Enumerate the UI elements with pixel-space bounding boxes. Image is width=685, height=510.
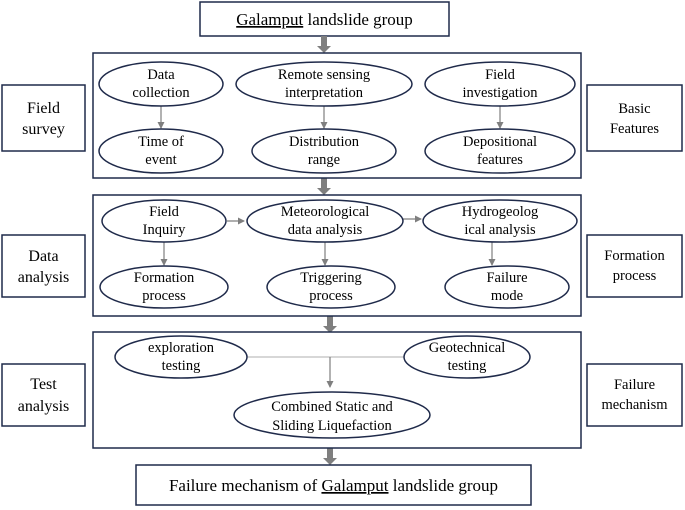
title-text: Galamput landslide group xyxy=(236,10,413,29)
side-label-line: Test xyxy=(30,376,57,393)
side-label-line: analysis xyxy=(18,398,70,415)
node-meteorological: Meteorological data analysis xyxy=(246,199,404,243)
node-geotechnical-testing: Geotechnical testing xyxy=(403,335,531,379)
node-label: interpretation xyxy=(285,85,364,101)
final-box xyxy=(135,464,532,506)
node-label: Time of xyxy=(138,134,184,150)
side-label-line: process xyxy=(613,268,657,284)
node-label: Meteorological xyxy=(281,204,370,220)
node-label: mode xyxy=(491,288,523,304)
side-label-line: Data xyxy=(28,248,58,265)
node-hydrogeological: Hydrogeolog ical analysis xyxy=(422,199,578,243)
node-label: Remote sensing xyxy=(278,67,370,83)
title-suffix: landslide group xyxy=(303,10,413,29)
node-label: Hydrogeolog xyxy=(462,204,539,220)
node-depositional-features: Depositional features xyxy=(424,128,576,174)
title-galamput: Galamput xyxy=(236,10,303,29)
node-time-of-event: Time of event xyxy=(98,128,224,174)
side-label-line: survey xyxy=(22,121,65,138)
node-formation-process: Formation process xyxy=(99,265,229,309)
node-exploration-testing: exploration testing xyxy=(114,335,248,379)
node-failure-mode: Failure mode xyxy=(444,265,570,309)
node-label: features xyxy=(477,152,523,168)
node-label: exploration xyxy=(148,340,215,356)
node-label: Geotechnical xyxy=(429,340,506,356)
final-suffix: landslide group xyxy=(389,476,499,495)
node-label: Failure xyxy=(486,270,527,286)
node-label: range xyxy=(308,152,340,168)
node-label: process xyxy=(309,288,353,304)
node-triggering-process: Triggering process xyxy=(266,265,396,309)
side-label-line: Field xyxy=(27,100,60,117)
node-label: Data xyxy=(147,67,175,83)
node-label: Field xyxy=(149,204,180,220)
node-field-inquiry: Field Inquiry xyxy=(101,199,227,243)
side-label-formation-process: Formation process xyxy=(586,234,683,298)
side-label-basic-features: Basic Features xyxy=(586,84,683,152)
side-label-line: analysis xyxy=(18,269,70,286)
node-label: process xyxy=(142,288,186,304)
node-label: Field xyxy=(485,67,516,83)
title-box xyxy=(199,1,450,37)
side-label-test-analysis: Test analysis xyxy=(1,363,86,427)
final-galamput: Galamput xyxy=(321,476,388,495)
node-label: Sliding Liquefaction xyxy=(272,418,392,434)
node-label: Depositional xyxy=(463,134,537,150)
node-remote-sensing: Remote sensing interpretation xyxy=(235,61,413,107)
side-label-field-survey: Field survey xyxy=(1,84,86,152)
node-label: event xyxy=(145,152,176,168)
node-combined-static: Combined Static and Sliding Liquefaction xyxy=(233,391,431,439)
side-label-line: Formation xyxy=(604,248,665,264)
final-prefix: Failure mechanism of xyxy=(169,476,322,495)
node-label: data analysis xyxy=(288,222,363,238)
side-label-line: Features xyxy=(610,121,659,137)
node-label: investigation xyxy=(463,85,539,101)
final-text: Failure mechanism of Galamput landslide … xyxy=(169,476,498,495)
node-label: Formation xyxy=(134,270,195,286)
node-label: ical analysis xyxy=(464,222,536,238)
side-label-line: Failure xyxy=(614,377,655,393)
side-label-line: mechanism xyxy=(601,397,668,413)
side-label-line: Basic xyxy=(618,101,650,117)
node-label: Inquiry xyxy=(143,222,186,238)
node-label: Distribution xyxy=(289,134,360,150)
node-label: collection xyxy=(132,85,190,101)
node-label: testing xyxy=(162,358,201,374)
node-data-collection: Data collection xyxy=(98,61,224,107)
side-label-failure-mechanism: Failure mechanism xyxy=(586,363,683,427)
node-field-investigation: Field investigation xyxy=(424,61,576,107)
section-connectors xyxy=(317,36,337,465)
node-label: Triggering xyxy=(300,270,362,286)
node-label: testing xyxy=(448,358,487,374)
node-distribution-range: Distribution range xyxy=(251,128,397,174)
node-label: Combined Static and xyxy=(271,399,393,415)
side-label-data-analysis: Data analysis xyxy=(1,234,86,298)
